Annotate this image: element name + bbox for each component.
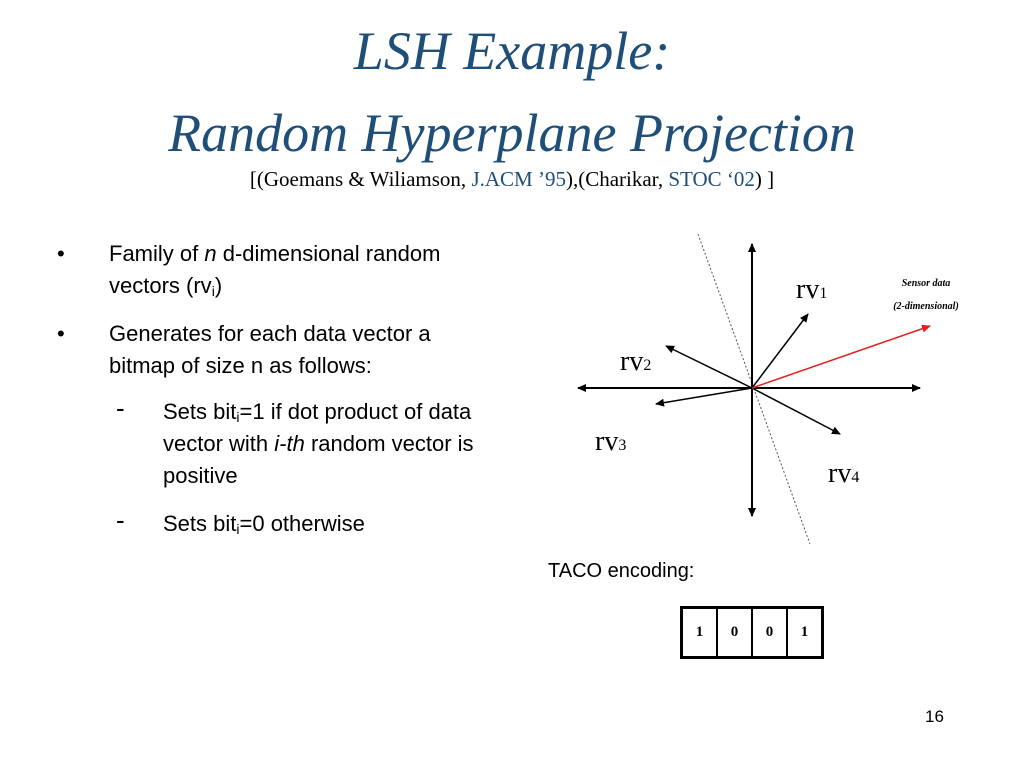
citation-venue-stoc: STOC ‘02 <box>668 167 755 191</box>
bullet-symbol: • <box>57 321 65 346</box>
sub-item-text: Sets biti=1 if dot product of data vecto… <box>163 396 503 492</box>
rv2-arrow <box>665 345 753 389</box>
rv4-label: rv4 <box>828 458 859 489</box>
citation-part-1: [(Goemans & Wiliamson, <box>249 167 472 191</box>
dash-symbol: - <box>116 393 125 423</box>
rv1-arrow <box>751 313 809 389</box>
bit-cell: 1 <box>786 606 824 659</box>
sub-text-sub: i <box>236 409 240 425</box>
rv2-label: rv2 <box>620 346 651 377</box>
sub-text-sub: i <box>236 521 240 537</box>
taco-encoding-label: TACO encoding: <box>548 560 695 582</box>
sub-text-post: =0 otherwise <box>239 511 365 536</box>
bullet-text: Family of n d-dimensional random vectors… <box>109 238 489 302</box>
bullet-text-post: d-dimensional random vectors (rv <box>109 241 441 298</box>
bullet-text: Generates for each data vector a bitmap … <box>109 321 431 378</box>
dash-symbol: - <box>116 505 125 535</box>
sub-text-pre: Sets bit <box>163 511 237 536</box>
citation: [(Goemans & Wiliamson, J.ACM ’95),(Chari… <box>0 167 1024 192</box>
sub-item-text: Sets biti=0 otherwise <box>163 508 503 540</box>
sub-text-post: random vector is positive <box>163 431 474 488</box>
bit-cell: 0 <box>716 606 753 659</box>
bullet-symbol: • <box>57 241 65 266</box>
sensor-data-arrow <box>751 324 931 389</box>
bullet-text-italic: n <box>204 241 217 266</box>
rv3-arrow <box>655 387 753 407</box>
sub-text-italic: i-th <box>274 431 305 456</box>
bullet-text-end: ) <box>214 273 223 298</box>
taco-bitmap: 1 0 0 1 <box>680 606 824 659</box>
rv4-arrow <box>751 387 841 435</box>
page-number: 16 <box>925 707 944 726</box>
sub-text-pre: Sets bit <box>163 399 237 424</box>
slide-title-line-1: LSH Example: <box>353 21 671 81</box>
citation-venue-jacm: J.ACM ’95 <box>471 167 566 191</box>
citation-part-2: ),(Charikar, <box>565 167 669 191</box>
rv1-label: rv1 <box>796 274 827 305</box>
bullet-text-sub: i <box>211 283 215 299</box>
rv3-label: rv3 <box>595 426 626 457</box>
sensor-data-sublabel: (2-dimensional) <box>893 301 959 312</box>
bit-cell: 1 <box>680 606 718 659</box>
citation-part-3: ) ] <box>754 167 775 191</box>
slide-title-line-2: Random Hyperplane Projection <box>168 103 856 163</box>
bullet-text-pre: Family of <box>109 241 205 266</box>
sensor-data-label: Sensor data <box>902 278 951 289</box>
bit-cell: 0 <box>751 606 788 659</box>
sub-text-mid: =1 if dot product of data vector with <box>163 399 472 456</box>
